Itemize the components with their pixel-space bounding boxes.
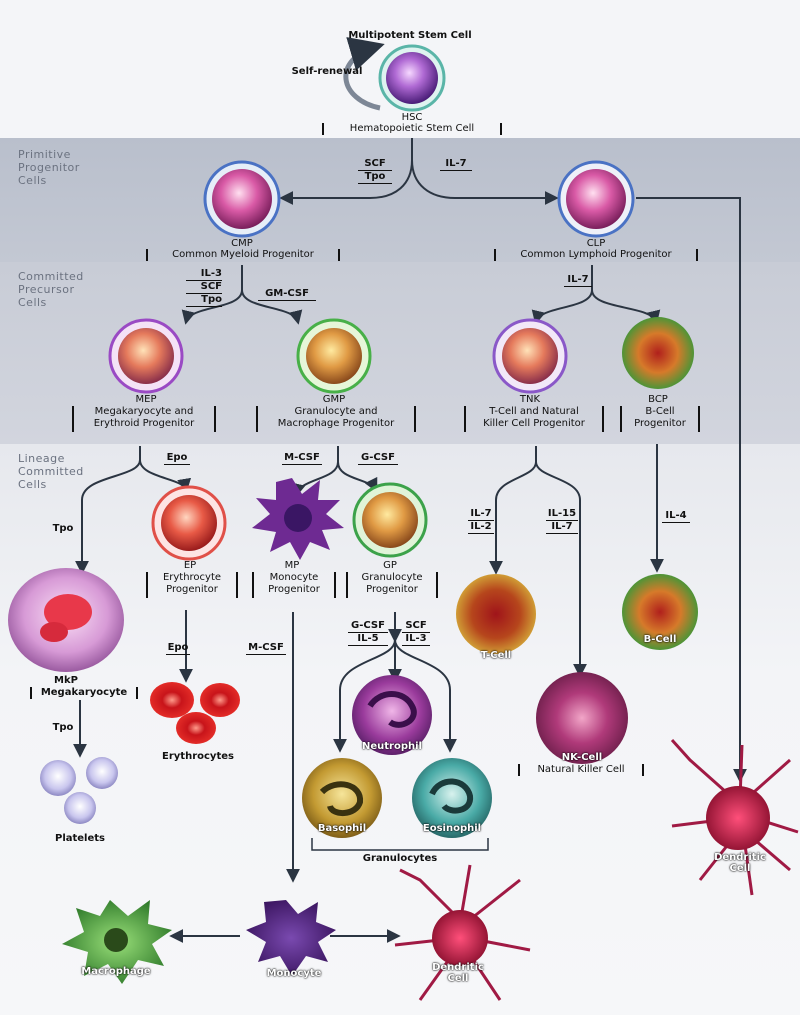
lineage-arrows (73, 138, 747, 943)
platelets-label: Platelets (54, 833, 105, 844)
nk-cell-label: NK-Cell (561, 752, 603, 763)
multipotent-label: Multipotent Stem Cell (348, 30, 472, 41)
dendritic-cell-bottom-icon (394, 864, 531, 1001)
eosinophil-cell-icon (412, 758, 492, 838)
granulocytes-bracket (311, 838, 489, 851)
mp-cell-icon (252, 478, 344, 560)
cytokine-tpo-2: Tpo (52, 722, 74, 733)
hsc-label: HSC (401, 112, 423, 123)
macrophage-label: Macrophage (81, 966, 151, 977)
gp-cell-icon (352, 482, 428, 558)
dendritic-cell-right-label: Dendritic Cell (714, 852, 766, 874)
tnk-full-label: T-Cell and Natural Killer Cell Progenito… (464, 406, 604, 432)
clp-full-label: Common Lymphoid Progenitor (494, 249, 698, 261)
eosinophil-label: Eosinophil (422, 823, 482, 834)
gp-full-label: Granulocyte Progenitor (346, 572, 438, 598)
gmp-cell-icon (296, 318, 372, 394)
platelets-icon (40, 757, 118, 824)
cytokine-epo-2: Epo (166, 642, 190, 655)
mp-full-label: Monocyte Progenitor (252, 572, 336, 598)
gmp-full-label: Granulocyte and Macrophage Progenitor (256, 406, 416, 432)
monocyte-label: Monocyte (266, 968, 322, 979)
t-cell-label: T-Cell (480, 650, 512, 661)
primitive-band (0, 138, 800, 262)
hsc-cell-icon (378, 44, 446, 112)
clp-cell-icon (557, 160, 635, 238)
tier-label-committed: Committed Precursor Cells (18, 270, 84, 309)
dendritic-cell-right-icon (670, 738, 799, 896)
bcp-full-label: B-Cell Progenitor (620, 406, 700, 432)
erythrocytes-icon (150, 682, 240, 744)
cmp-label: CMP (231, 238, 253, 249)
mep-full-label: Megakaryocyte and Erythroid Progenitor (72, 406, 216, 432)
cytokine-il7-top: IL-7 (440, 158, 472, 171)
self-renewal-label: Self-renewal (291, 66, 363, 77)
basophil-cell-icon (302, 758, 382, 838)
cytokine-g-csf-1: G-CSF (358, 452, 398, 465)
tier-label-primitive: Primitive Progenitor Cells (18, 148, 80, 187)
macrophage-cell-icon (62, 900, 172, 984)
cytokine-il4: IL-4 (662, 510, 690, 523)
tnk-cell-icon (492, 318, 568, 394)
erythrocytes-label: Erythrocytes (162, 751, 234, 762)
tier-label-lineage: Lineage Committed Cells (18, 452, 84, 491)
cmp-full-label: Common Myeloid Progenitor (146, 249, 340, 261)
bcp-cell-icon (622, 317, 694, 389)
cytokine-m-csf-1: M-CSF (282, 452, 322, 465)
neutrophil-label: Neutrophil (362, 741, 422, 752)
dendritic-cell-bottom-label: Dendritic Cell (432, 962, 484, 984)
gmp-label: GMP (322, 394, 346, 405)
ep-label: EP (183, 560, 197, 571)
cytokine-epo-1: Epo (164, 452, 190, 465)
mep-cell-icon (108, 318, 184, 394)
mkp-label: MkP (54, 675, 78, 686)
granulocytes-label: Granulocytes (362, 853, 438, 864)
ep-cell-icon (151, 485, 227, 561)
tnk-label: TNK (519, 394, 541, 405)
b-cell-label: B-Cell (643, 634, 677, 645)
t-cell-icon (456, 574, 536, 654)
gp-label: GP (383, 560, 397, 571)
cytokine-m-csf-2: M-CSF (246, 642, 286, 655)
megakaryocyte-cell-icon (8, 568, 124, 672)
hsc-full-label: Hematopoietic Stem Cell (322, 123, 502, 135)
clp-label: CLP (586, 238, 606, 249)
bcp-label: BCP (648, 394, 668, 405)
nk-cell-icon (536, 672, 628, 764)
cytokine-il7-clp: IL-7 (564, 274, 592, 287)
cmp-cell-icon (203, 160, 281, 238)
mp-label: MP (284, 560, 300, 571)
monocyte-cell-icon (246, 900, 336, 976)
mep-label: MEP (135, 394, 157, 405)
cytokine-tpo-1: Tpo (52, 523, 74, 534)
neutrophil-cell-icon (352, 675, 432, 755)
cytokine-gm-csf: GM-CSF (258, 288, 316, 301)
basophil-label: Basophil (317, 823, 367, 834)
b-cell-icon (622, 574, 698, 650)
mkp-full-label: Megakaryocyte (30, 687, 138, 699)
nk-cell-full-label: Natural Killer Cell (518, 764, 644, 776)
ep-full-label: Erythrocyte Progenitor (146, 572, 238, 598)
self-renewal-arrow (343, 37, 385, 111)
